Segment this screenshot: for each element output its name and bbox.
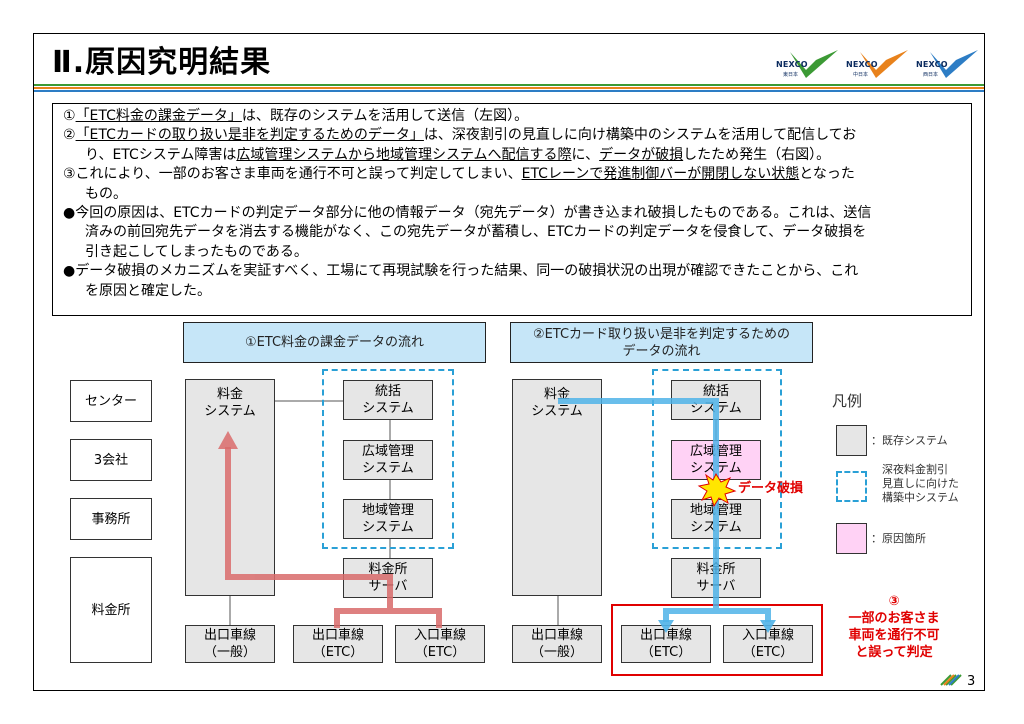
summary-line-3: り、ETCシステム障害は広域管理システムから地域管理システムへ配信する際に、デー… xyxy=(63,146,971,165)
text: となった xyxy=(799,166,855,183)
page-number: 3 xyxy=(967,674,976,689)
legend-swatch-new xyxy=(836,471,867,502)
red-arrow-head xyxy=(218,431,238,449)
left-diagram-header: ①ETC料金の課金データの流れ xyxy=(183,322,486,363)
text: は、既存のシステムを活用して送信（左図）。 xyxy=(241,108,529,124)
logo-text: NEXCO xyxy=(846,60,878,69)
text: ETCレーンで発進制御バーが開閉しない状態 xyxy=(521,166,800,183)
text: ③これにより、一部のお客さま車両を通行不可と誤って判定してしまい、 xyxy=(63,166,522,183)
tier-office: 事務所 xyxy=(70,498,152,540)
logo-sub: 中日本 xyxy=(853,72,869,78)
blue-arrow-head xyxy=(658,620,674,633)
text: したため発生（右図）。 xyxy=(683,146,831,163)
text: データが破損 xyxy=(599,146,684,163)
red-flow-arrow xyxy=(225,447,442,628)
page-title: Ⅱ.原因究明結果 xyxy=(52,45,272,80)
misjudgment-note: ③ 一部のお客さま 車両を通行不可 と誤って判定 xyxy=(848,594,940,660)
left-tokatsu-system: 統括 システム xyxy=(343,380,433,420)
summary-box: ①「ETC料金の課金データ」は、既存のシステムを活用して送信（左図）。 ②「ET… xyxy=(52,103,972,316)
blue-arrow-head xyxy=(760,620,776,633)
text: は、深夜割引の見直しに向け構築中のシステムを活用して配信してお xyxy=(423,127,857,144)
left-new-system-dashed xyxy=(322,369,454,549)
text: 「ETCカードの取り扱い是非を判定するためのデータ」 xyxy=(75,127,424,144)
blue-flow-arrow xyxy=(558,398,771,622)
footer-stripes-icon xyxy=(943,674,955,686)
nexco-east-logo: NEXCO 東日本 xyxy=(776,46,838,82)
left-koiki-system: 広域管理 システム xyxy=(343,440,433,480)
logo-text: NEXCO xyxy=(916,60,948,69)
tier-3-companies: 3会社 xyxy=(70,439,152,481)
header-stripe-green xyxy=(34,84,984,86)
text: 広域管理システムから地域管理システムへ配信する際 xyxy=(236,146,572,163)
footer-stripes-icon xyxy=(948,674,960,686)
header-stripe-blue xyxy=(34,90,984,92)
text: ② xyxy=(63,127,76,144)
summary-line-4: ③これにより、一部のお客さま車両を通行不可と誤って判定してしまい、ETCレーンで… xyxy=(63,165,971,184)
legend-new-label: 深夜料金割引 見直しに向けた 構築中システム xyxy=(882,463,959,504)
left-exit-lane-general: 出口車線 （一般） xyxy=(185,625,275,663)
left-chiiki-system: 地域管理 システム xyxy=(343,499,433,539)
right-exit-lane-general: 出口車線 （一般） xyxy=(512,625,602,663)
logo-text: NEXCO xyxy=(776,60,808,69)
summary-line-9: ●データ破損のメカニズムを実証すべく、工場にて再現試験を行った結果、同一の破損状… xyxy=(63,263,859,280)
logo-sub: 東日本 xyxy=(783,72,799,78)
summary-line-8: 引き起こしてしまったものである。 xyxy=(85,243,308,260)
summary-line-5: もの。 xyxy=(85,185,127,202)
text: り、ETCシステム障害は xyxy=(85,146,237,163)
legend-cause-label: ：原因箇所 xyxy=(871,532,926,545)
tier-tollgate: 料金所 xyxy=(70,557,152,663)
summary-line-10: を原因と確定した。 xyxy=(85,282,211,299)
header-stripe-orange xyxy=(34,87,984,89)
summary-line-7: 済みの前回宛先データを消去する機能がなく、この宛先データが蓄積し、ETCカードの… xyxy=(85,224,867,241)
logo-sub: 西日本 xyxy=(923,72,939,78)
legend-swatch-cause xyxy=(836,523,867,554)
legend-title: 凡例 xyxy=(832,392,863,410)
text: に、 xyxy=(571,146,600,163)
text: 「ETC料金の課金データ」 xyxy=(75,108,242,124)
nexco-west-logo: NEXCO 西日本 xyxy=(916,46,978,82)
summary-line-6: ●今回の原因は、ETCカードの判定データ部分に他の情報データ（宛先データ）が書き… xyxy=(63,205,872,222)
footer-stripes-icon xyxy=(940,674,962,686)
legend-swatch-existing xyxy=(836,425,867,456)
nexco-central-logo: NEXCO 中日本 xyxy=(846,46,908,82)
left-exit-lane-etc: 出口車線 （ETC） xyxy=(293,625,383,663)
summary-line-2: ②「ETCカードの取り扱い是非を判定するためのデータ」は、深夜割引の見直しに向け… xyxy=(63,126,971,145)
data-damage-label: データ破損 xyxy=(738,481,804,496)
summary-line-1: ①「ETC料金の課金データ」は、既存のシステムを活用して送信（左図）。 xyxy=(63,107,971,126)
legend-existing-label: ：既存システム xyxy=(871,434,948,447)
right-ryokin-system: 料金 システム xyxy=(512,379,602,596)
tier-center: センター xyxy=(70,380,152,422)
left-entry-lane-etc: 入口車線 （ETC） xyxy=(395,625,485,663)
text: ① xyxy=(63,108,76,124)
damage-burst-icon xyxy=(697,472,737,508)
right-diagram-header: ②ETCカード取り扱い是非を判定するための データの流れ xyxy=(510,322,813,363)
